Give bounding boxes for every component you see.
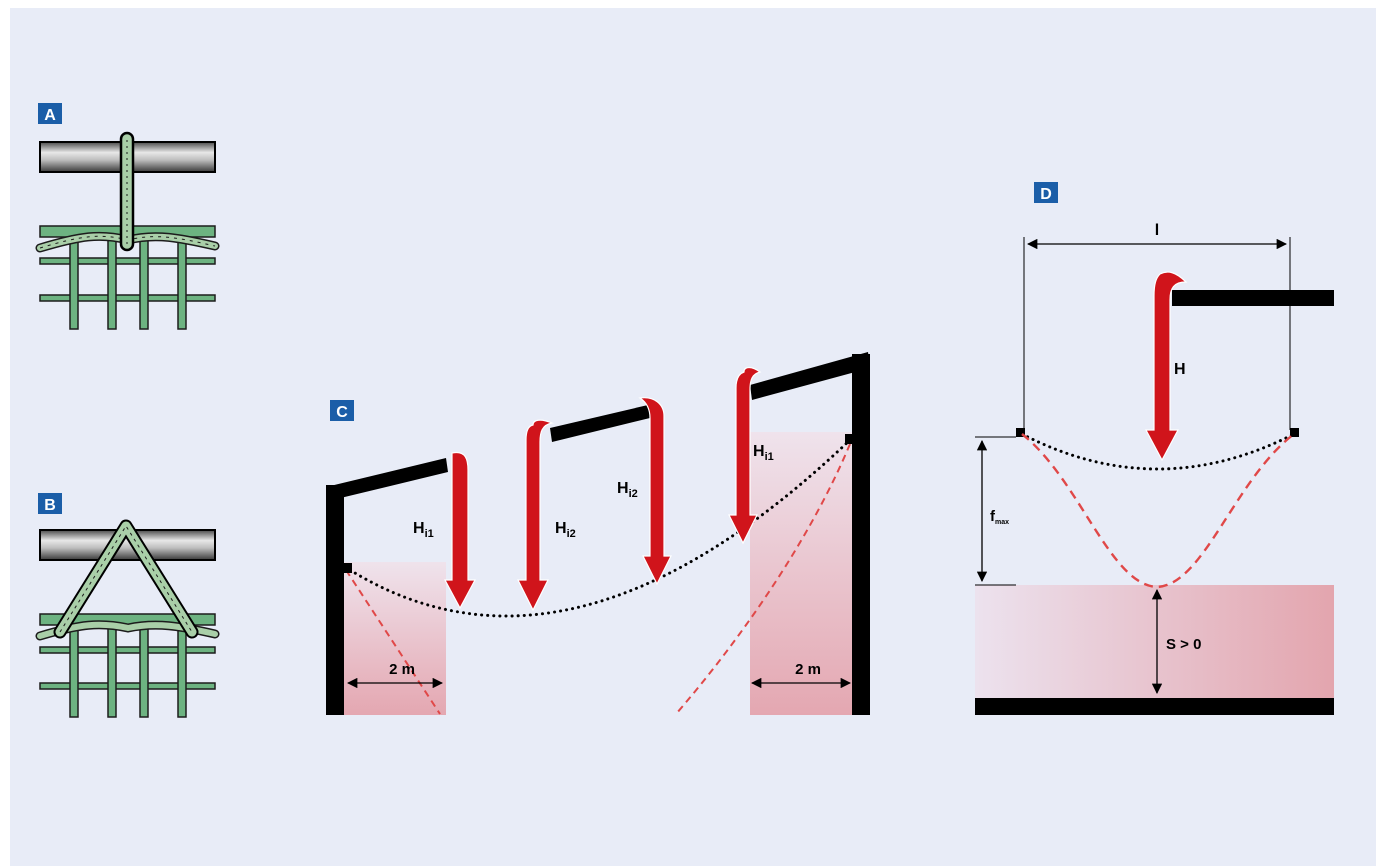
panel-c-force-arrow-1 xyxy=(443,451,477,610)
panel-b-label-box xyxy=(38,493,62,514)
panel-d-left-anchor xyxy=(1016,428,1025,437)
panel-d-beam xyxy=(1172,290,1334,306)
panel-d-right-anchor xyxy=(1290,428,1299,437)
panel-c-label-box xyxy=(330,400,354,421)
panel-c-force-arrow-4 xyxy=(728,366,762,545)
panel-d-ground xyxy=(975,698,1334,715)
panel-c-force-arrow-2 xyxy=(517,419,555,612)
panel-d-clearance-zone xyxy=(975,585,1334,698)
panel-c-right-fall-line xyxy=(675,443,851,715)
panel-d-clearance-label: S > 0 xyxy=(1166,636,1201,653)
panel-c: C Hi1 Hi2 Hi2 Hi1 xyxy=(326,352,870,715)
panel-c-left-anchor xyxy=(342,563,352,573)
panel-c-force-label-1: Hi1 xyxy=(413,520,434,540)
panel-d-span-label: l xyxy=(1155,222,1159,239)
panel-d-force-label: H xyxy=(1174,361,1186,378)
panel-c-left-zone xyxy=(342,562,446,715)
panel-a-label: A xyxy=(44,107,56,124)
panel-c-right-zone xyxy=(750,432,854,715)
panel-d-force-arrow xyxy=(1145,271,1188,462)
panel-d-net-sag xyxy=(1020,432,1296,471)
panel-a-label-box xyxy=(38,103,62,124)
panel-d-label: D xyxy=(1040,186,1052,203)
panel-c-middle-beam xyxy=(550,405,650,442)
panel-c-left-beam xyxy=(326,458,448,501)
panel-c-force-label-2: Hi2 xyxy=(555,520,576,540)
panel-c-left-post xyxy=(326,485,344,715)
panel-c-right-beam xyxy=(750,352,870,400)
panel-d-label-box xyxy=(1034,182,1058,203)
panel-c-right-anchor xyxy=(845,434,855,444)
panel-c-label: C xyxy=(336,404,348,421)
panel-c-right-post xyxy=(852,354,870,715)
panel-a: A xyxy=(35,103,220,330)
panel-c-net-sag xyxy=(348,438,852,618)
panel-d-sag-label: fmax xyxy=(990,508,1009,526)
panel-a-tie-rope xyxy=(119,131,135,252)
panel-c-right-dimension: 2 m xyxy=(795,661,821,678)
panel-b-label: B xyxy=(44,497,56,514)
panel-c-force-label-4: Hi1 xyxy=(753,443,774,463)
panel-c-force-arrow-3 xyxy=(638,397,672,586)
panel-d: D l H fmax S > 0 xyxy=(975,182,1334,715)
panel-b: B xyxy=(35,493,220,718)
panel-c-left-dimension: 2 m xyxy=(389,661,415,678)
panel-c-left-fall-line xyxy=(345,569,441,715)
diagram-background xyxy=(10,8,1376,866)
panel-c-force-label-3: Hi2 xyxy=(617,480,638,500)
